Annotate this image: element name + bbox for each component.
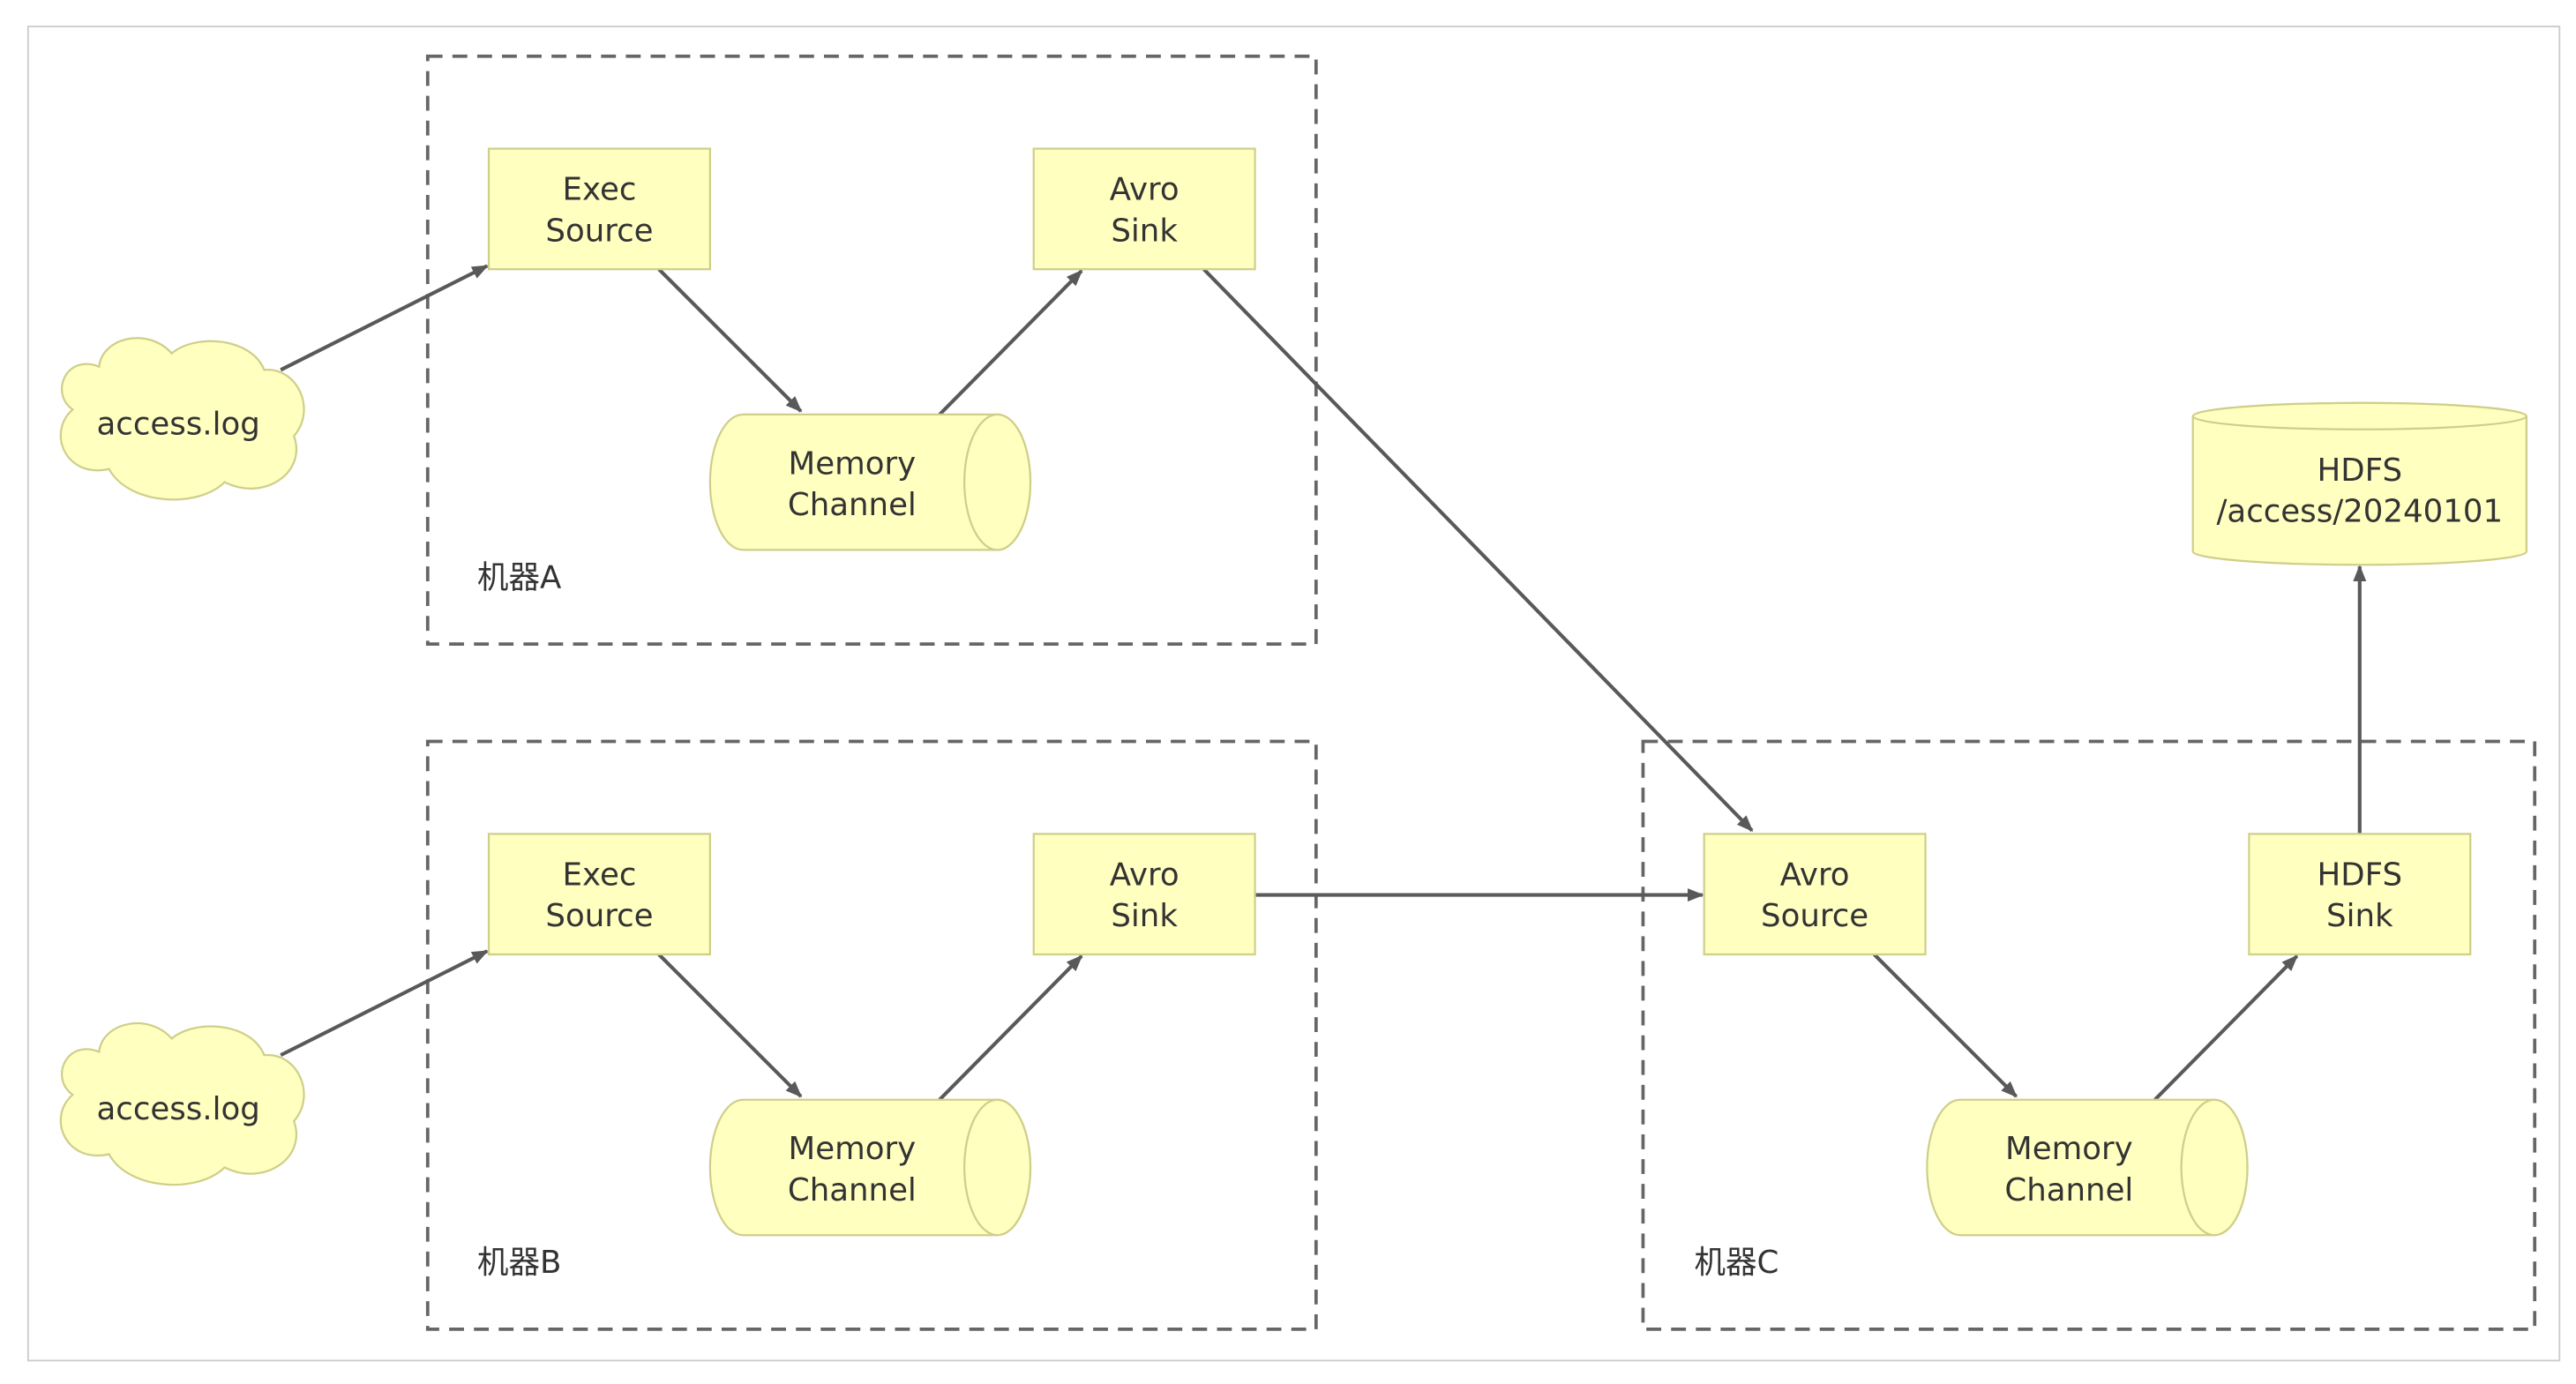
- memory-channel-a-label-line1: Memory: [789, 445, 917, 482]
- hdfs-sink-c-label-line1: HDFS: [2318, 857, 2403, 893]
- hdfs-sink-c-label-line2: Sink: [2326, 898, 2393, 934]
- exec-source-b-label-line1: Exec: [563, 857, 637, 893]
- machine-a-container: 机器A: [425, 54, 1318, 646]
- machine-b-container: 机器B: [425, 739, 1318, 1331]
- avro-sink-a: Avro Sink: [1032, 147, 1256, 271]
- memory-channel-b: Memory Channel: [708, 1098, 1032, 1237]
- edge-exec-a-to-mem-a: [657, 267, 803, 413]
- edge-exec-b-to-mem-b: [657, 953, 803, 1098]
- edge-avro-sink-a-to-avro-src-c: [1202, 267, 1754, 833]
- log-source-b-cloud: access.log: [59, 1021, 305, 1186]
- exec-source-a: Exec Source: [487, 147, 711, 271]
- exec-source-a-label-line2: Source: [545, 213, 653, 249]
- memory-channel-c-label-line1: Memory: [2005, 1131, 2133, 1167]
- hdfs-storage-label-line2: /access/20240101: [2216, 494, 2503, 530]
- hdfs-storage: HDFS /access/20240101: [2191, 401, 2527, 566]
- avro-source-c-label-line2: Source: [1761, 898, 1868, 934]
- avro-sink-b-label-line1: Avro: [1110, 857, 1179, 893]
- edges: [280, 264, 2367, 1102]
- exec-source-b: Exec Source: [487, 833, 711, 956]
- memory-channel-c-label-line2: Channel: [2004, 1172, 2133, 1208]
- edge-log-b-to-exec-b: [280, 949, 489, 1058]
- avro-sink-a-label-line1: Avro: [1110, 172, 1179, 208]
- edge-avro-src-c-to-mem-c: [1873, 953, 2018, 1098]
- hdfs-storage-label-line1: HDFS: [2318, 453, 2403, 489]
- machine-c-container: 机器C: [1641, 739, 2537, 1331]
- log-source-a-cloud: access.log: [59, 337, 305, 501]
- memory-channel-a: Memory Channel: [708, 413, 1032, 551]
- avro-sink-b-label-line2: Sink: [1111, 898, 1178, 934]
- machine-c-label: 机器C: [1694, 1245, 1778, 1281]
- edge-mem-a-to-avro-sink-a: [938, 269, 1083, 416]
- exec-source-a-label-line1: Exec: [563, 172, 637, 208]
- memory-channel-a-label-line2: Channel: [788, 487, 917, 523]
- log-source-b-label: access.log: [97, 1091, 260, 1127]
- avro-sink-b: Avro Sink: [1032, 833, 1256, 956]
- machine-b-label: 机器B: [477, 1245, 561, 1281]
- hdfs-sink-c: HDFS Sink: [2248, 833, 2472, 956]
- memory-channel-b-label-line2: Channel: [788, 1172, 917, 1208]
- edge-mem-c-to-hdfs-sink-c: [2153, 954, 2299, 1102]
- exec-source-b-label-line2: Source: [545, 898, 653, 934]
- log-source-a-label: access.log: [97, 406, 260, 442]
- memory-channel-b-label-line1: Memory: [789, 1131, 917, 1167]
- edge-mem-b-to-avro-sink-b: [938, 954, 1083, 1102]
- machine-a-label: 机器A: [477, 559, 562, 595]
- avro-sink-a-label-line2: Sink: [1111, 213, 1178, 249]
- avro-source-c-label-line1: Avro: [1780, 857, 1850, 893]
- memory-channel-c: Memory Channel: [1926, 1098, 2249, 1237]
- outer-frame: [26, 26, 2561, 1362]
- avro-source-c: Avro Source: [1703, 833, 1927, 956]
- edge-log-a-to-exec-a: [280, 264, 489, 372]
